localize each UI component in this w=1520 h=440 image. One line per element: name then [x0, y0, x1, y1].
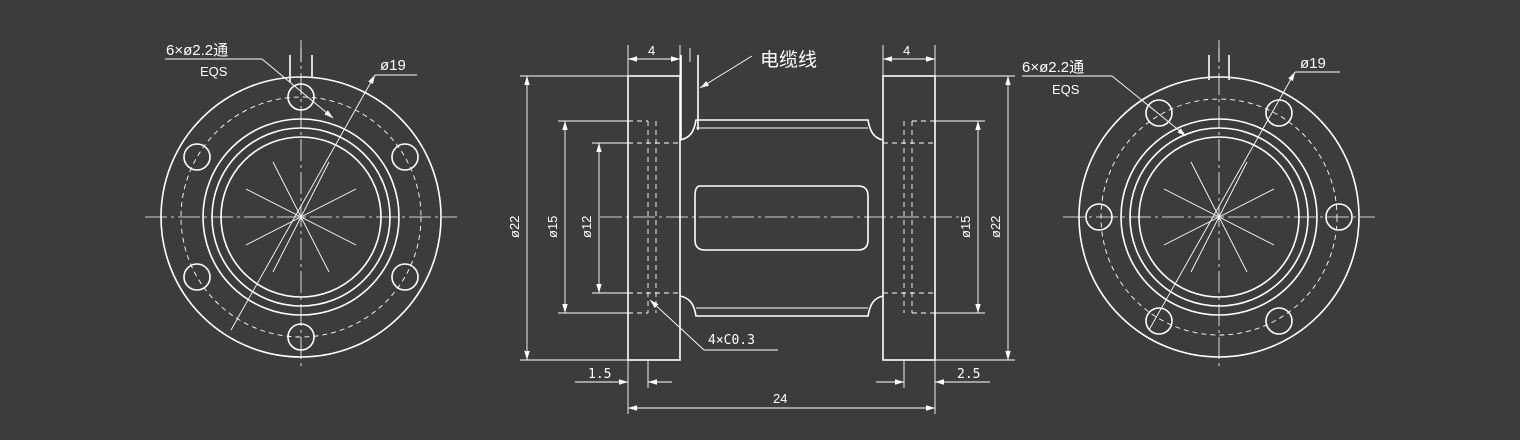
neck-body: [679, 119, 884, 317]
dia-outer-left: ø22: [507, 216, 522, 238]
bolt-holes-left: [183, 83, 419, 351]
pcd-label-right: ø19: [1300, 55, 1326, 72]
left-flange-body: [627, 75, 681, 361]
holes-sub-left: EQS: [200, 64, 228, 79]
side-section-view: 电缆线 4 4 ø22 ø15 ø12 ø15 ø22: [507, 43, 1015, 414]
holes-callout-left: 6×ø2.2通: [166, 42, 228, 59]
radial-center-marks-right: [1163, 161, 1275, 273]
right-flange-body: [882, 75, 936, 361]
chamfer-callout: 4×C0.3: [708, 333, 755, 348]
radial-center-marks: [245, 161, 357, 273]
holes-sub-right: EQS: [1052, 82, 1080, 97]
dia-bore: ø12: [579, 216, 594, 238]
hidden-lines: [628, 120, 935, 314]
spigot-left-dim: 1.5: [588, 367, 611, 382]
overall-length: 24: [773, 391, 787, 406]
cable-label: 电缆线: [760, 49, 817, 71]
dia-outer-right: ø22: [988, 216, 1003, 238]
cable-side: [680, 48, 699, 140]
right-flange-view: 6×ø2.2通 EQS ø19: [1022, 40, 1375, 370]
pcd-label-left: ø19: [380, 57, 406, 74]
flange-thickness-left: 4: [648, 43, 655, 58]
left-flange-view: 6×ø2.2通 EQS ø19: [145, 40, 457, 370]
dia-spigot-left: ø15: [545, 216, 560, 238]
flange-thickness-right: 4: [903, 43, 910, 58]
inner-tube: [694, 185, 869, 251]
holes-callout-right: 6×ø2.2通: [1022, 59, 1084, 76]
spigot-right-dim: 2.5: [957, 367, 980, 382]
dia-spigot-right: ø15: [958, 216, 973, 238]
